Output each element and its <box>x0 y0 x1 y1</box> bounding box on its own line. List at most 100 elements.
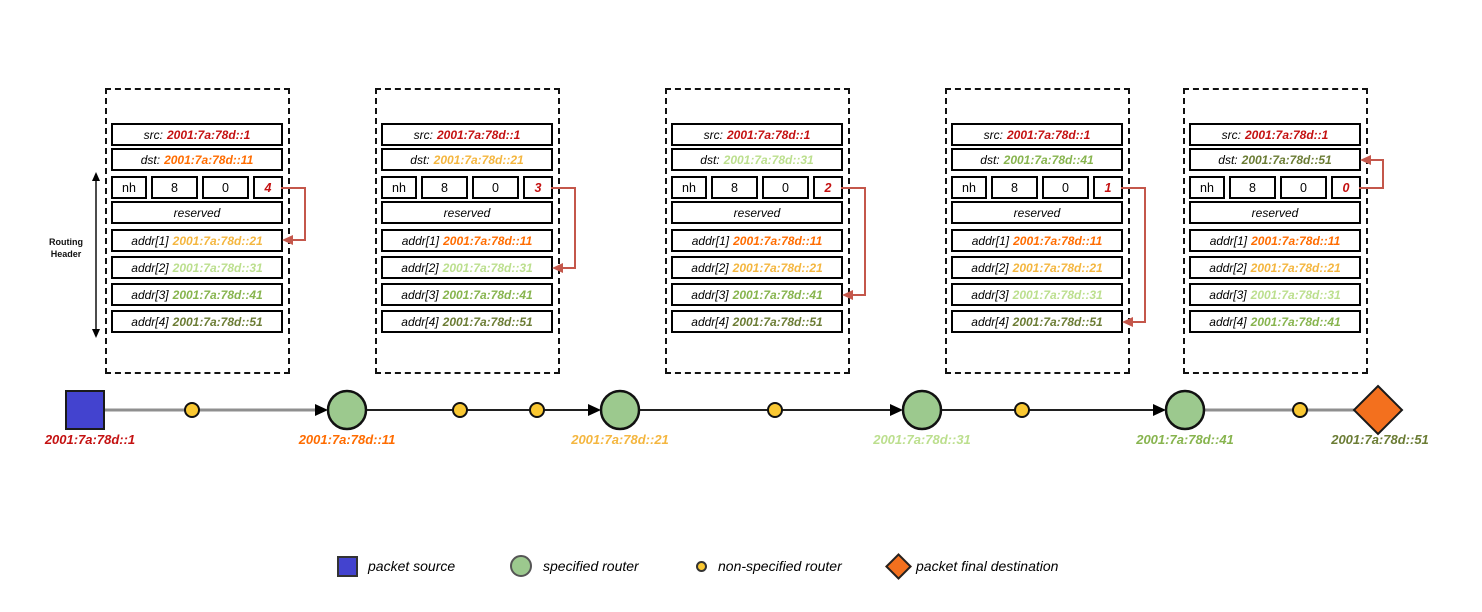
next-header-cell: nh <box>111 176 147 199</box>
non-specified-router-node <box>529 402 545 418</box>
addr-row-4: addr[4] 2001:7a:78d::51 <box>381 310 553 333</box>
packet-destination-node <box>1352 384 1404 436</box>
addr-row-4: addr[4] 2001:7a:78d::51 <box>951 310 1123 333</box>
node-address-label: 2001:7a:78d::41 <box>1136 432 1234 447</box>
header-length-cell: 8 <box>1229 176 1276 199</box>
addr-row-3: addr[3] 2001:7a:78d::41 <box>671 283 843 306</box>
addr-row-4: addr[4] 2001:7a:78d::51 <box>671 310 843 333</box>
specified-router-node-3 <box>901 389 943 431</box>
addr-row-2: addr[2] 2001:7a:78d::21 <box>671 256 843 279</box>
routing-type-cell: 0 <box>1280 176 1327 199</box>
dst-row: dst: 2001:7a:78d::51 <box>1189 148 1361 171</box>
addr-row-3: addr[3] 2001:7a:78d::31 <box>951 283 1123 306</box>
routing-header-fields-row: nh 8 0 0 <box>1189 176 1361 199</box>
dst-row: dst: 2001:7a:78d::41 <box>951 148 1123 171</box>
src-row: src: 2001:7a:78d::1 <box>381 123 553 146</box>
specified-router-node-2 <box>599 389 641 431</box>
addr-row-1: addr[1] 2001:7a:78d::11 <box>381 229 553 252</box>
header-length-cell: 8 <box>991 176 1038 199</box>
dst-row: dst: 2001:7a:78d::31 <box>671 148 843 171</box>
routing-type-cell: 0 <box>202 176 249 199</box>
addr-row-2: addr[2] 2001:7a:78d::31 <box>381 256 553 279</box>
node-address-label: 2001:7a:78d::51 <box>1331 432 1429 447</box>
non-specified-router-node <box>1292 402 1308 418</box>
legend-label-specified-router: specified router <box>543 558 639 574</box>
packet-header-3: src: 2001:7a:78d::1 dst: 2001:7a:78d::31… <box>665 88 866 374</box>
routing-header-label: Routing Header <box>49 237 83 260</box>
next-header-cell: nh <box>951 176 987 199</box>
non-specified-router-node <box>184 402 200 418</box>
routing-type-cell: 0 <box>1042 176 1089 199</box>
legend-label-non-specified-router: non-specified router <box>718 558 842 574</box>
segments-left-arrow <box>281 187 306 245</box>
segments-left-arrow <box>551 187 576 273</box>
src-row: src: 2001:7a:78d::1 <box>111 123 283 146</box>
src-label: src: <box>143 127 163 142</box>
addr-row-2: addr[2] 2001:7a:78d::31 <box>111 256 283 279</box>
packet-header-1: src: 2001:7a:78d::1 dst: 2001:7a:78d::11… <box>105 88 306 374</box>
non-specified-router-icon <box>696 561 707 572</box>
legend-label-packet-source: packet source <box>368 558 456 574</box>
routing-type-cell: 0 <box>472 176 519 199</box>
packet-header-2: src: 2001:7a:78d::1 dst: 2001:7a:78d::21… <box>375 88 576 374</box>
addr-row-2: addr[2] 2001:7a:78d::21 <box>1189 256 1361 279</box>
reserved-row: reserved <box>951 201 1123 224</box>
reserved-row: reserved <box>381 201 553 224</box>
next-header-cell: nh <box>671 176 707 199</box>
addr-row-2: addr[2] 2001:7a:78d::21 <box>951 256 1123 279</box>
arrowhead <box>1153 404 1166 416</box>
src-row: src: 2001:7a:78d::1 <box>1189 123 1361 146</box>
routing-type-cell: 0 <box>762 176 809 199</box>
addr-row-3: addr[3] 2001:7a:78d::41 <box>111 283 283 306</box>
addr-row-3: addr[3] 2001:7a:78d::41 <box>381 283 553 306</box>
dst-row: dst: 2001:7a:78d::21 <box>381 148 553 171</box>
arrowhead <box>890 404 903 416</box>
addr-row-1: addr[1] 2001:7a:78d::21 <box>111 229 283 252</box>
routing-header-span-arrow <box>92 172 100 338</box>
next-header-cell: nh <box>381 176 417 199</box>
legend-label-packet-final-destination: packet final destination <box>916 558 1059 574</box>
dst-label: dst: <box>140 152 161 167</box>
addr-row-4: addr[4] 2001:7a:78d::41 <box>1189 310 1361 333</box>
node-address-label: 2001:7a:78d::1 <box>44 432 136 447</box>
reserved-row: reserved <box>671 201 843 224</box>
node-address-label: 2001:7a:78d::11 <box>298 432 396 447</box>
packet-source-icon <box>337 556 358 577</box>
addr-row-4: addr[4] 2001:7a:78d::51 <box>111 310 283 333</box>
packet-final-destination-icon <box>885 553 912 580</box>
addr-row-3: addr[3] 2001:7a:78d::31 <box>1189 283 1361 306</box>
packet-header-5: src: 2001:7a:78d::1 dst: 2001:7a:78d::51… <box>1183 88 1384 374</box>
src-row: src: 2001:7a:78d::1 <box>671 123 843 146</box>
node-address-label: 2001:7a:78d::31 <box>873 432 971 447</box>
non-specified-router-node <box>767 402 783 418</box>
specified-router-icon <box>510 555 532 577</box>
specified-router-node-4 <box>1164 389 1206 431</box>
reserved-row: reserved <box>1189 201 1361 224</box>
segments-left-arrow <box>1359 155 1384 189</box>
routing-header-fields-row: nh 8 0 4 <box>111 176 283 199</box>
header-length-cell: 8 <box>711 176 758 199</box>
src-value: 2001:7a:78d::1 <box>166 127 251 142</box>
next-header-cell: nh <box>1189 176 1225 199</box>
segments-left-arrow <box>1121 187 1146 327</box>
routing-header-fields-row: nh 8 0 2 <box>671 176 843 199</box>
packet-source-node <box>65 390 105 430</box>
header-length-cell: 8 <box>151 176 198 199</box>
non-specified-router-node <box>452 402 468 418</box>
arrowhead <box>588 404 601 416</box>
network-path <box>65 384 1404 436</box>
arrowhead <box>315 404 328 416</box>
packet-header-4: src: 2001:7a:78d::1 dst: 2001:7a:78d::41… <box>945 88 1146 374</box>
addr-row-1: addr[1] 2001:7a:78d::11 <box>671 229 843 252</box>
dst-row: dst: 2001:7a:78d::11 <box>111 148 283 171</box>
src-row: src: 2001:7a:78d::1 <box>951 123 1123 146</box>
reserved-row: reserved <box>111 201 283 224</box>
dst-value: 2001:7a:78d::11 <box>164 152 254 167</box>
non-specified-router-node <box>1014 402 1030 418</box>
node-address-label: 2001:7a:78d::21 <box>571 432 669 447</box>
routing-header-fields-row: nh 8 0 1 <box>951 176 1123 199</box>
specified-router-node-1 <box>326 389 368 431</box>
routing-header-fields-row: nh 8 0 3 <box>381 176 553 199</box>
segments-left-arrow <box>841 187 866 300</box>
